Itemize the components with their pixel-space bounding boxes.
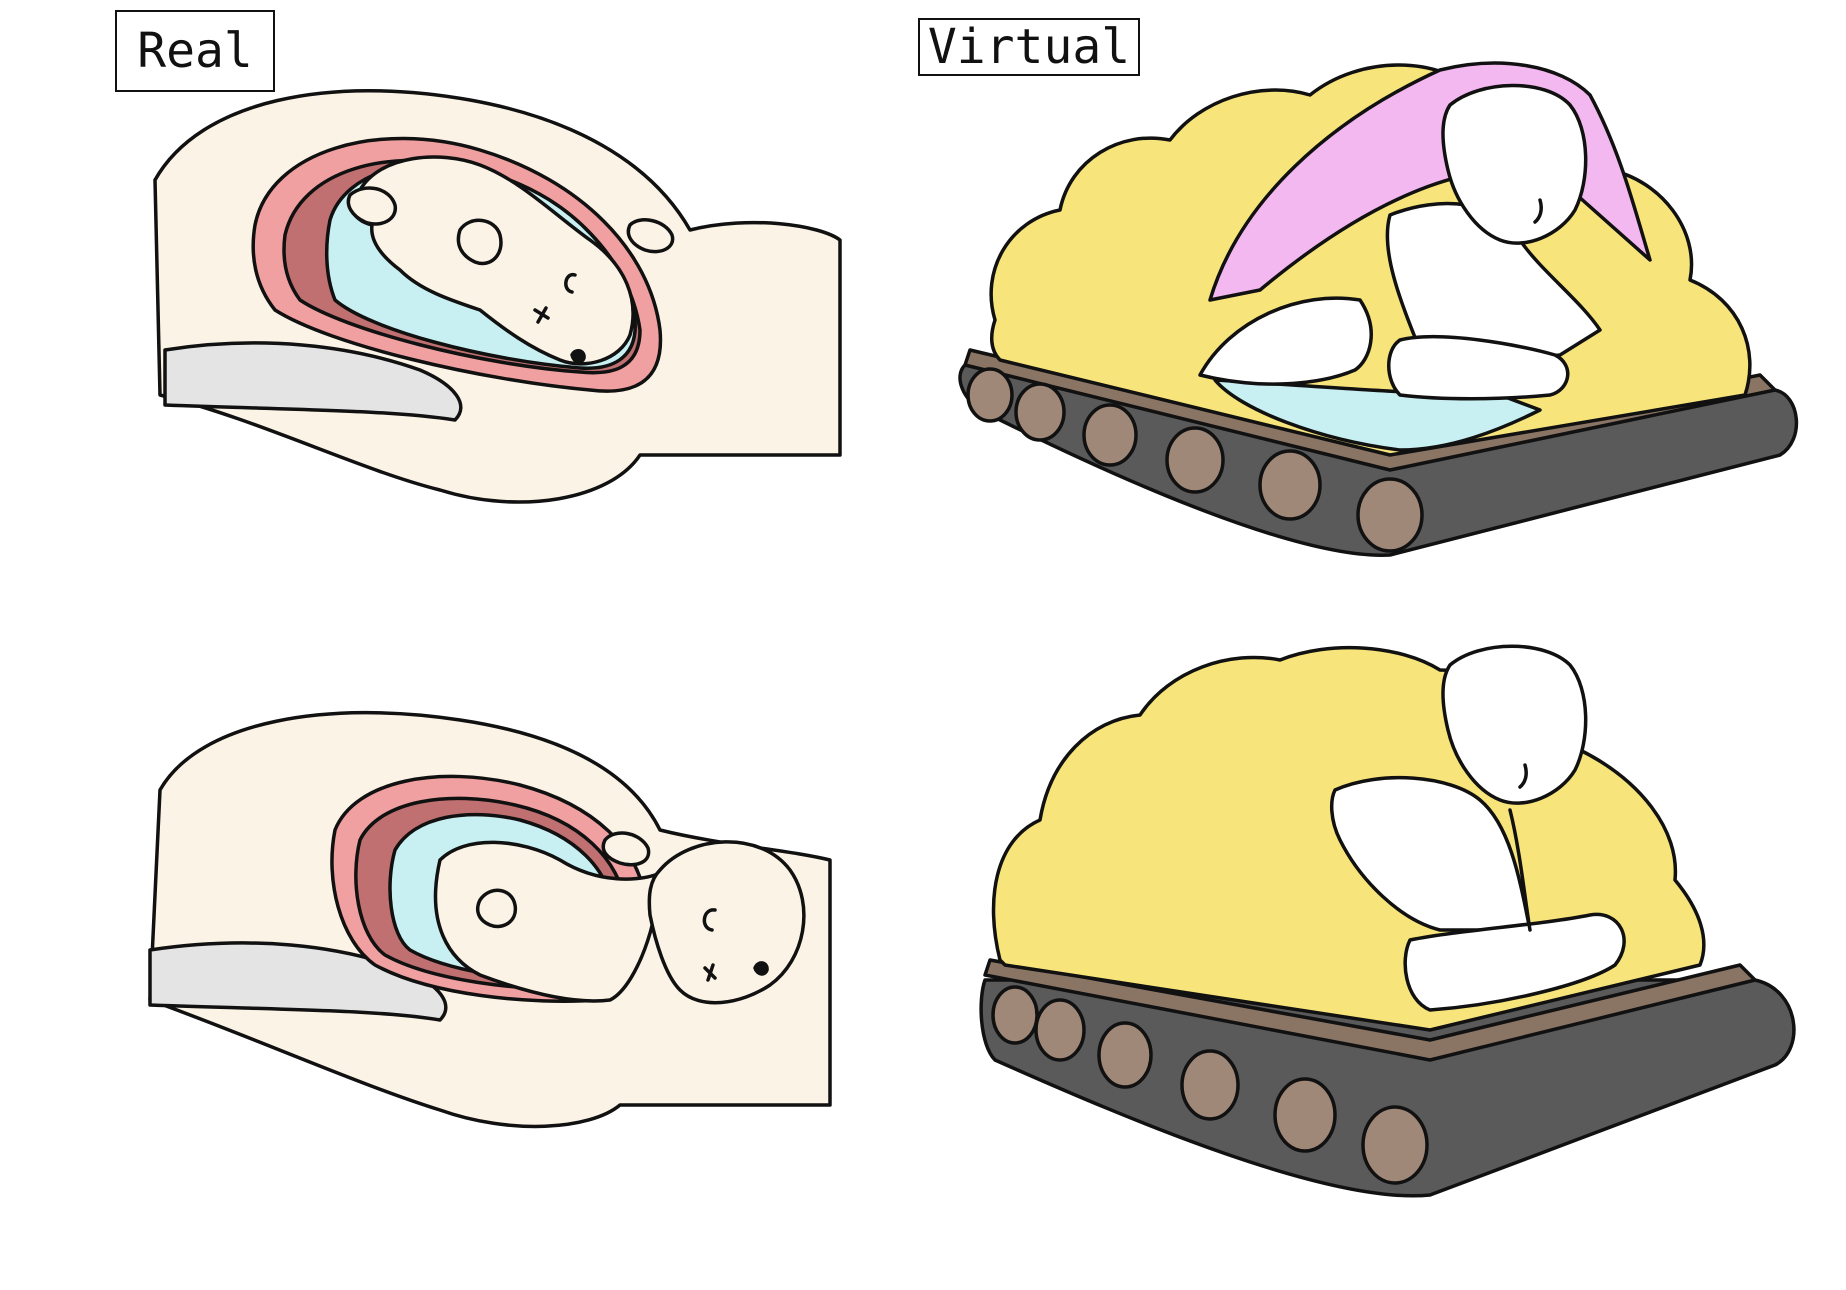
roller (1097, 1021, 1153, 1089)
navel-loop-top (626, 218, 675, 254)
real-womb-top (153, 88, 842, 504)
fetus-ear-top (564, 273, 577, 294)
label-real: Real (115, 10, 275, 92)
roller (1356, 477, 1424, 553)
gray-band-top (163, 341, 463, 422)
roller (1034, 998, 1086, 1062)
roller (991, 985, 1039, 1045)
fetus-eye-bottom (703, 963, 717, 982)
label-real-text: Real (137, 23, 253, 79)
virtual-top (958, 61, 1798, 557)
figure-top (1198, 83, 1602, 401)
label-virtual-text: Virtual (927, 19, 1131, 75)
figure-arm-bottom (1403, 912, 1626, 1012)
fetus-body-bottom (433, 840, 659, 1003)
navel-loop-bottom (601, 831, 651, 867)
roller (1014, 382, 1066, 442)
figure-arm-top (1387, 334, 1570, 401)
fetus-mouth-bottom (753, 961, 769, 976)
virtual-bottom (979, 644, 1796, 1198)
figure-head-bottom (1441, 644, 1588, 805)
real-womb-bottom (148, 710, 832, 1129)
roller (1361, 1105, 1429, 1185)
roller (1273, 1077, 1337, 1153)
figure-legs-top (1198, 296, 1373, 386)
roller (1180, 1049, 1240, 1121)
figure-bottom (1329, 644, 1626, 1012)
track-rollers-top (966, 367, 1424, 553)
roller (1258, 449, 1322, 521)
fetus-hand-bottom (476, 888, 518, 929)
fetus-foot-top (346, 186, 397, 226)
figure-face-line-bottom (1518, 763, 1528, 789)
figure-face-line-top (1533, 198, 1543, 224)
track-platform-bottom (983, 958, 1757, 1062)
figure-neck-line-bottom (1508, 808, 1532, 932)
fetus-ear-bottom (702, 908, 717, 932)
roller (1165, 426, 1225, 494)
roller (1082, 403, 1138, 467)
track-rollers-bottom (991, 985, 1429, 1185)
fetus-mouth-top (570, 349, 586, 364)
figure-head-top (1441, 83, 1588, 245)
fetus-hand-top (456, 218, 503, 266)
fetus-eye-top (533, 306, 550, 324)
track-base-bottom (979, 978, 1796, 1198)
label-virtual: Virtual (918, 18, 1140, 76)
roller (966, 367, 1014, 423)
